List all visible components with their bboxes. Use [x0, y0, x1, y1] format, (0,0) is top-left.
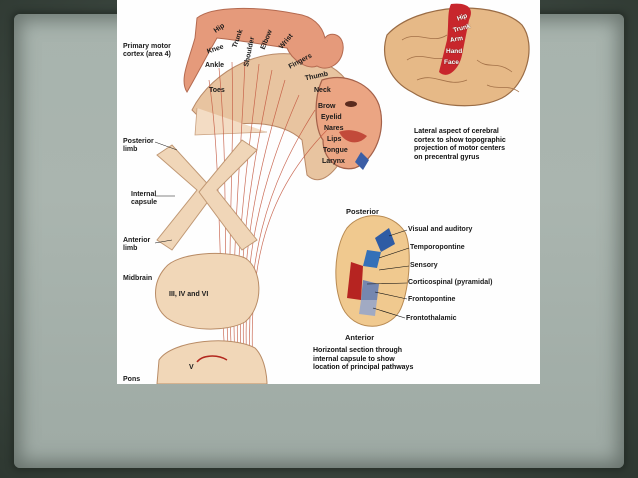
homunculus-face	[315, 77, 383, 170]
caption-horizontal-section: Horizontal section through internal caps…	[313, 347, 414, 371]
label-corticospinal: Corticospinal (pyramidal)	[408, 279, 493, 286]
label-cranial-nuclei-3-4-6: III, IV and VI	[169, 291, 209, 298]
label-brow: Brow	[318, 103, 336, 110]
precentral-gyrus-strip	[439, 3, 471, 75]
label-temporopontine: Temporopontine	[410, 244, 465, 251]
label-frontopontine: Frontopontine	[408, 296, 456, 303]
label-brain-hand: Hand	[446, 48, 463, 55]
internal-capsule-left	[156, 144, 216, 251]
pons-section	[156, 340, 268, 384]
temporopontine-region	[363, 250, 381, 268]
label-tongue: Tongue	[323, 147, 348, 154]
left-leader-lines	[154, 141, 178, 244]
frontothalamic-region	[359, 300, 377, 316]
label-nares: Nares	[324, 125, 344, 132]
label-primary-motor-cortex: Primary motor cortex (area 4)	[123, 43, 171, 58]
label-toes: Toes	[209, 87, 225, 94]
corticospinal-region	[347, 262, 363, 300]
label-anterior-limb: Anterior limb	[123, 237, 151, 252]
corticospinal-fibers	[208, 59, 328, 384]
label-frontothalamic: Frontothalamic	[406, 315, 457, 322]
internal-capsule-right	[198, 139, 258, 251]
label-internal-capsule: Internal capsule	[131, 191, 158, 206]
label-lips: Lips	[327, 136, 342, 143]
pathway-leader-lines	[366, 229, 410, 319]
trigeminal-nucleus	[196, 355, 228, 363]
caption-lateral-aspect: Lateral aspect of cerebral cortex to sho…	[414, 128, 506, 161]
anatomy-figure: Primary motor cortex (area 4) Posterior …	[117, 0, 540, 384]
homunculus-limbs	[183, 7, 344, 93]
label-section-posterior: Posterior	[346, 207, 379, 216]
homunculus-lips	[339, 130, 367, 143]
visual-auditory-region	[375, 228, 395, 252]
label-larynx: Larynx	[322, 158, 345, 165]
label-midbrain: Midbrain	[123, 275, 153, 282]
label-ankle: Ankle	[205, 62, 225, 69]
label-cranial-nucleus-5: V	[189, 364, 194, 371]
label-section-anterior: Anterior	[345, 333, 375, 342]
label-brain-face: Face	[444, 59, 459, 66]
label-pons: Pons	[123, 376, 141, 383]
homunculus-eye	[345, 101, 357, 107]
label-visual-auditory: Visual and auditory	[408, 226, 473, 233]
midbrain-section	[155, 252, 260, 330]
label-sensory: Sensory	[410, 262, 438, 269]
label-neck: Neck	[314, 87, 331, 94]
label-eyelid: Eyelid	[321, 114, 342, 121]
label-posterior-limb: Posterior limb	[123, 138, 154, 153]
frontopontine-region	[361, 280, 379, 300]
larynx-marker	[355, 152, 369, 170]
figure-artwork	[154, 3, 530, 384]
